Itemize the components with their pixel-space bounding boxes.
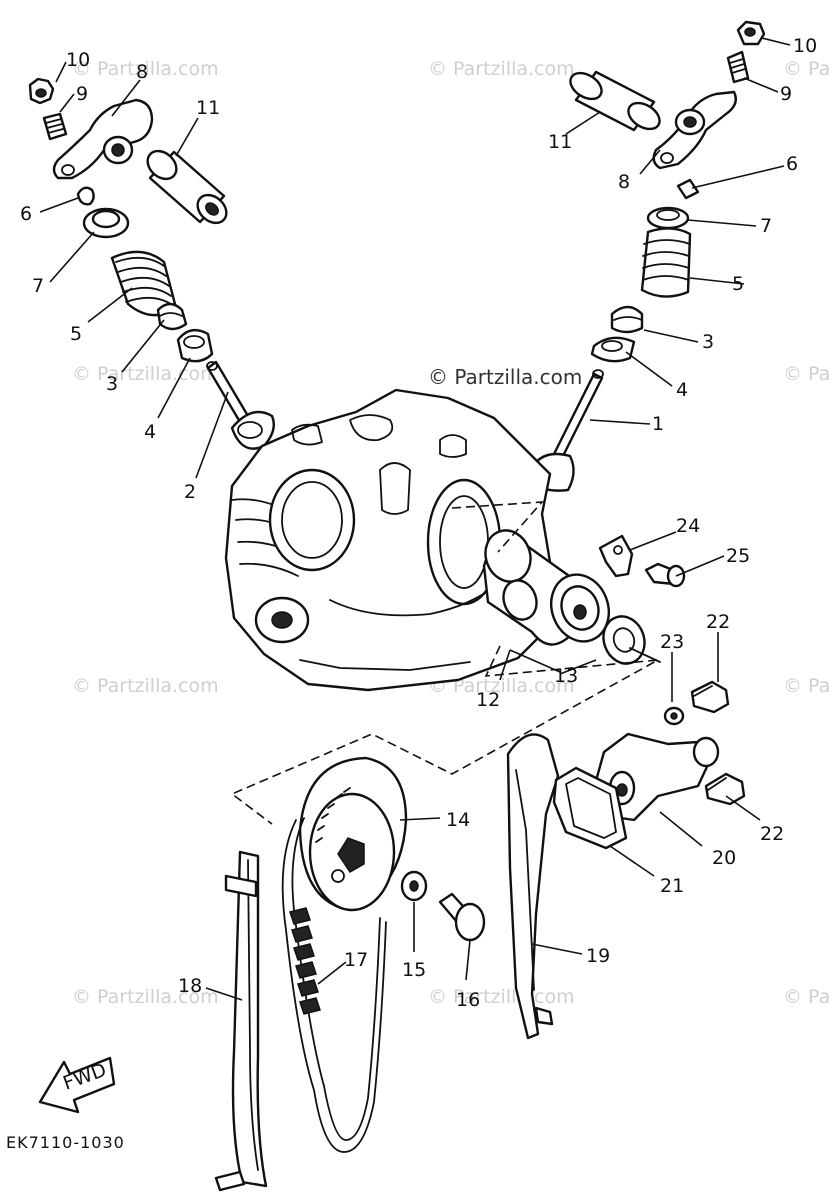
leader-lines: [39, 37, 791, 1001]
watermark: © Partzilla.com: [72, 986, 219, 1008]
callout-8-right: 8: [618, 171, 630, 193]
callout-8-left: 8: [136, 61, 148, 83]
exhaust-valve: [206, 360, 275, 450]
valve-stem-seal-right: [610, 305, 644, 334]
right-valve-train: [528, 20, 766, 492]
valve-adjuster-nut-right: [736, 20, 766, 46]
callout-7-left: 7: [32, 275, 44, 297]
callout-4-left: 4: [144, 421, 156, 443]
callout-1: 1: [652, 413, 664, 435]
valve-adjuster-screw-left: [42, 112, 68, 141]
diagram-code: EK7110-1030: [6, 1133, 125, 1152]
callout-21: 21: [660, 875, 684, 897]
assembly-line: [451, 501, 544, 553]
callout-20: 20: [712, 847, 736, 869]
valve-adjuster-nut-left: [28, 77, 55, 105]
cam-chain: [281, 817, 387, 1153]
callout-15: 15: [402, 959, 426, 981]
callout-4-right: 4: [676, 379, 688, 401]
camshaft-bearing: [602, 615, 661, 665]
spring-seat-left: [176, 328, 214, 363]
sprocket-washer: [400, 870, 428, 902]
camshaft: [482, 529, 610, 646]
tensioner-bolt-top: [690, 680, 730, 714]
callout-14: 14: [446, 809, 470, 831]
callout-6-left: 6: [20, 203, 32, 225]
assembly-line: [230, 645, 659, 825]
callout-11-left: 11: [196, 97, 220, 119]
watermark: © Partzilla.com: [72, 675, 219, 697]
callout-22-top: 22: [706, 611, 730, 633]
rocker-shaft-left: [146, 149, 228, 225]
callout-6-right: 6: [786, 153, 798, 175]
callout-24: 24: [676, 515, 700, 537]
callout-9-left: 9: [76, 83, 88, 105]
callout-10-left: 10: [66, 49, 90, 71]
valve-cotter-left: [76, 186, 95, 206]
cam-sprocket: [298, 756, 408, 912]
callout-3-left: 3: [106, 373, 118, 395]
callout-5-left: 5: [70, 323, 82, 345]
spring-retainer-left: [82, 207, 130, 239]
watermark: © Pa: [783, 675, 830, 697]
watermark: © Partzilla.com: [72, 363, 219, 385]
camshaft-stopper-plate: [598, 534, 634, 578]
stopper-bolt: [644, 562, 686, 588]
callout-19: 19: [586, 945, 610, 967]
forward-direction-arrow: FWD: [38, 1056, 116, 1114]
spring-seat-right: [590, 336, 636, 363]
watermark: © Partzilla.com: [428, 58, 575, 80]
tensioner-bolt-bottom: [704, 772, 746, 806]
chain-tensioner: [592, 732, 720, 822]
watermark-main: © Partzilla.com: [428, 365, 582, 389]
watermark: © Partzilla.com: [72, 58, 219, 80]
sprocket-bolt: [438, 892, 486, 942]
cylinder-head: [224, 388, 554, 692]
callout-5-right: 5: [732, 273, 744, 295]
left-valve-train: [28, 77, 275, 450]
tensioner-gasket: [552, 766, 628, 850]
callout-22-bottom: 22: [760, 823, 784, 845]
callout-11-right: 11: [548, 131, 572, 153]
callout-12: 12: [476, 689, 500, 711]
valve-spring-right: [640, 227, 692, 298]
valve-stem-seal-left: [156, 302, 188, 331]
rocker-shaft-right: [569, 70, 661, 132]
callout-23: 23: [660, 631, 684, 653]
watermark: © Pa: [783, 363, 830, 385]
callout-7-right: 7: [760, 215, 772, 237]
callout-10-right: 10: [793, 35, 817, 57]
chain-guide-rear: [214, 850, 268, 1192]
spring-retainer-right: [646, 206, 690, 230]
tensioner-washer: [663, 706, 685, 726]
watermark: © Partzilla.com: [428, 986, 575, 1008]
watermark: © Partzilla.com: [428, 675, 575, 697]
callout-16: 16: [456, 989, 480, 1011]
callout-25: 25: [726, 545, 750, 567]
valve-adjuster-screw-right: [726, 50, 750, 84]
callout-9-right: 9: [780, 83, 792, 105]
callout-2: 2: [184, 481, 196, 503]
rocker-arm-left: [52, 98, 154, 180]
callout-3-right: 3: [702, 331, 714, 353]
callout-18: 18: [178, 975, 202, 997]
callout-17: 17: [344, 949, 368, 971]
rocker-arm-right: [652, 90, 737, 170]
callout-labels: 10 9 8 11 6 7 5 3 4 2 10 9 8 11 6 7 5 3 …: [20, 35, 817, 1011]
watermark: © Pa: [783, 58, 830, 80]
watermark: © Pa: [783, 986, 830, 1008]
valve-cotter-right: [676, 178, 700, 200]
chain-guide-front: [506, 733, 560, 1040]
callout-13: 13: [554, 665, 578, 687]
watermark-layer: © Partzilla.com © Partzilla.com © Pa © P…: [72, 58, 830, 1008]
